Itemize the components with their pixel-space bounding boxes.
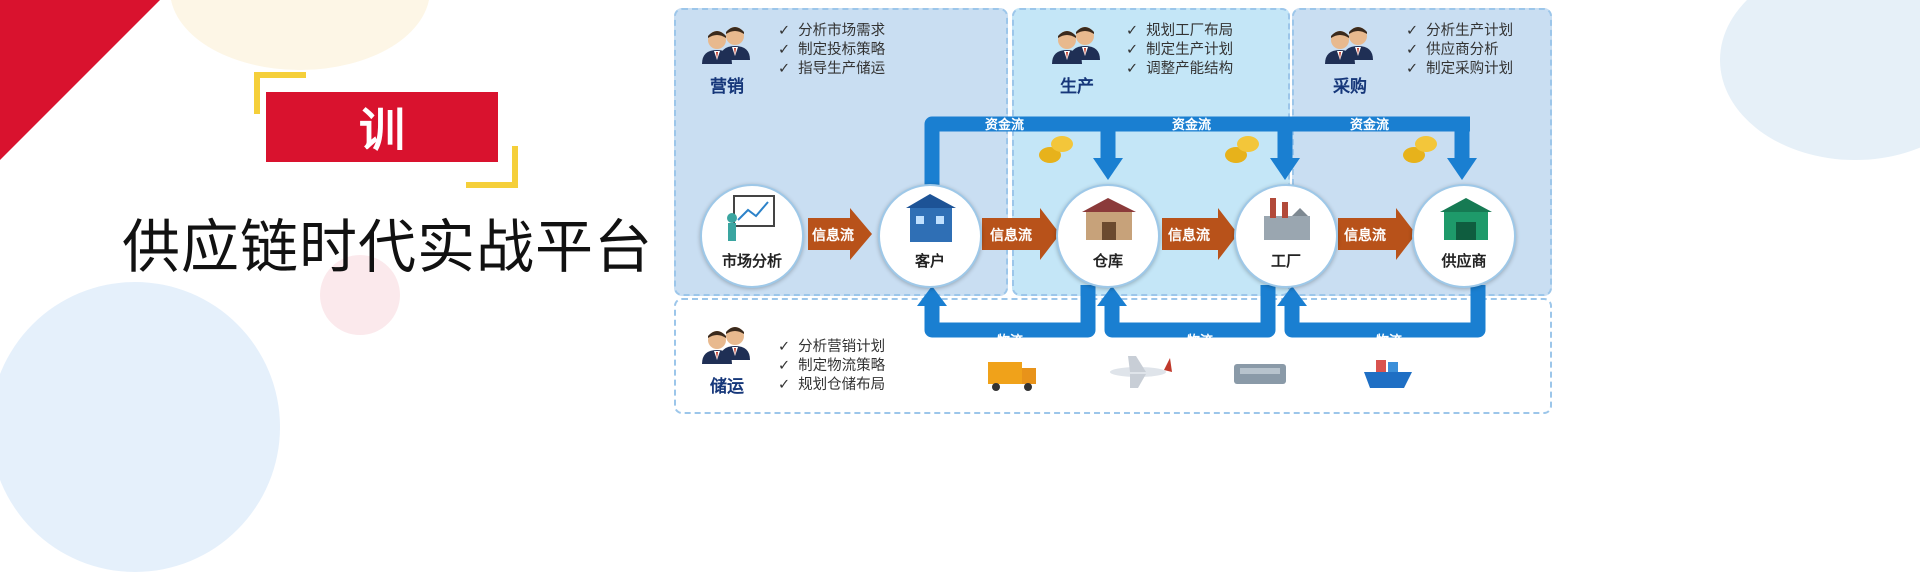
node-label: 仓库 <box>1092 252 1123 270</box>
avatar-purchasing <box>1325 27 1373 64</box>
task-item: 供应商分析 <box>1406 41 1513 60</box>
info-flow-label: 信息流 <box>990 228 1032 244</box>
truck-icon <box>988 362 1036 391</box>
market-analysis-icon <box>727 195 775 241</box>
task-item: 制定采购计划 <box>1406 60 1513 79</box>
node-label: 市场分析 <box>721 252 782 270</box>
logistics-flow-arrows <box>924 285 1486 338</box>
task-item: 调整产能结构 <box>1126 60 1233 79</box>
node-label: 供应商 <box>1441 252 1487 270</box>
logistics-flow-label: 物流 <box>997 334 1024 349</box>
info-flow-arrows <box>808 208 1416 260</box>
task-item: 制定物流策略 <box>778 357 885 376</box>
train-icon <box>1234 364 1286 384</box>
flow-diagram <box>702 27 1486 391</box>
avatar-production <box>1052 27 1100 64</box>
task-item: 制定生产计划 <box>1126 41 1233 60</box>
info-flow-label: 信息流 <box>812 228 854 244</box>
node-supplier: 供应商 <box>1412 184 1516 288</box>
node-market-analysis: 市场分析 <box>700 184 804 288</box>
logistics-flow-label: 物流 <box>1187 334 1214 349</box>
capital-flow-arrowheads <box>1093 158 1477 180</box>
title-frame-bottom-right <box>466 146 518 188</box>
node-label: 工厂 <box>1270 252 1301 270</box>
role-label-logistics: 储运 <box>710 377 744 397</box>
role-label-marketing: 营销 <box>710 77 744 97</box>
factory-icon <box>1264 198 1310 240</box>
task-item: 分析营销计划 <box>778 338 885 357</box>
logistics-flow-arrowheads <box>917 286 1307 306</box>
title-frame-top-left <box>254 72 306 114</box>
node-warehouse: 仓库 <box>1056 184 1160 288</box>
task-item: 规划工厂布局 <box>1126 22 1233 41</box>
task-item: 规划仓储布局 <box>778 376 885 395</box>
capital-flow-label: 资金流 <box>1172 118 1212 133</box>
avatar-logistics <box>702 327 750 364</box>
airplane-icon <box>1110 356 1172 388</box>
coin-icon <box>1039 136 1073 163</box>
task-item: 分析生产计划 <box>1406 22 1513 41</box>
logistics-flow-label: 物流 <box>1376 334 1403 349</box>
warehouse-icon <box>1082 198 1136 240</box>
task-item: 分析市场需求 <box>778 22 885 41</box>
info-flow-label: 信息流 <box>1344 228 1386 244</box>
red-corner-decoration <box>0 0 160 160</box>
capital-flow-label: 资金流 <box>985 118 1025 133</box>
customer-building-icon <box>906 194 956 242</box>
role-label-production: 生产 <box>1060 77 1094 97</box>
node-customer: 客户 <box>878 184 982 288</box>
node-factory: 工厂 <box>1234 184 1338 288</box>
avatar-marketing <box>702 27 750 64</box>
task-list-purchasing: 分析生产计划 供应商分析 制定采购计划 <box>1406 22 1513 79</box>
capital-flow-arrows <box>924 116 1470 192</box>
page-subtitle: 供应链时代实战平台 <box>122 213 654 281</box>
task-item: 制定投标策略 <box>778 41 885 60</box>
task-list-marketing: 分析市场需求 制定投标策略 指导生产储运 <box>778 22 885 79</box>
role-label-purchasing: 采购 <box>1333 77 1367 97</box>
task-list-production: 规划工厂布局 制定生产计划 调整产能结构 <box>1126 22 1233 79</box>
task-item: 指导生产储运 <box>778 60 885 79</box>
node-label: 客户 <box>914 252 945 270</box>
info-flow-label: 信息流 <box>1168 228 1210 244</box>
bg-circle-pink <box>320 255 400 335</box>
coin-icon <box>1403 136 1437 163</box>
ship-icon <box>1364 360 1412 388</box>
supplier-warehouse-icon <box>1440 198 1492 240</box>
capital-flow-label: 资金流 <box>1350 118 1390 133</box>
title-badge: 训 <box>266 92 498 162</box>
coin-icon <box>1225 136 1259 163</box>
task-list-logistics: 分析营销计划 制定物流策略 规划仓储布局 <box>778 338 885 395</box>
